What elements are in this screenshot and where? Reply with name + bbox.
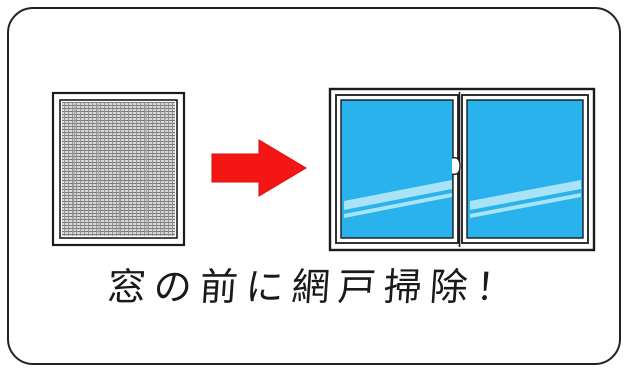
right-arrow-icon (211, 139, 307, 197)
caption-text: 窓の前に網戸掃除！ (106, 265, 524, 309)
screen-door-icon (51, 91, 186, 247)
sliding-window-icon (328, 87, 596, 252)
